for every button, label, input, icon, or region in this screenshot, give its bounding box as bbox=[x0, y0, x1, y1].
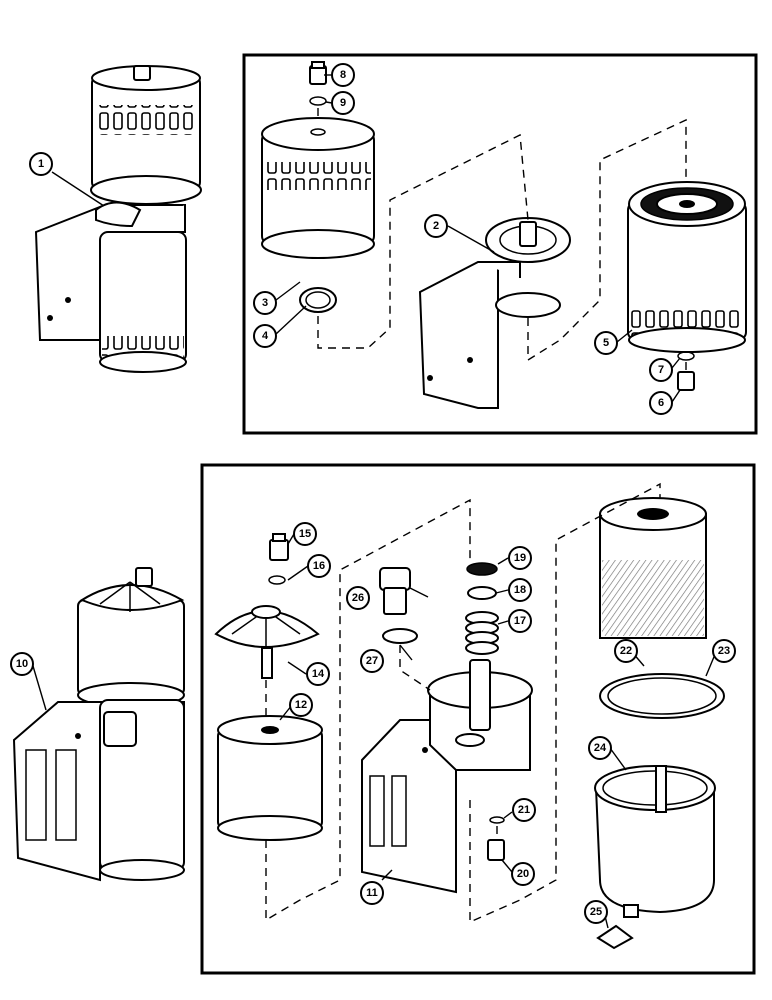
plug-part-20 bbox=[487, 839, 505, 861]
washer-part-9 bbox=[309, 96, 327, 106]
svg-text:18: 18 bbox=[514, 584, 526, 596]
plug-part-26 bbox=[379, 567, 411, 615]
svg-text:14: 14 bbox=[312, 668, 325, 680]
callout-20: 20 bbox=[511, 862, 535, 886]
callout-16: 16 bbox=[307, 554, 331, 578]
callout-4: 4 bbox=[253, 324, 277, 348]
svg-text:20: 20 bbox=[517, 868, 529, 880]
callout-25: 25 bbox=[584, 900, 608, 924]
gasket-part-23 bbox=[599, 673, 725, 719]
callout-10: 10 bbox=[10, 652, 34, 676]
washer-part-21 bbox=[489, 816, 505, 824]
svg-text:4: 4 bbox=[262, 330, 269, 342]
svg-text:27: 27 bbox=[366, 655, 378, 667]
callout-21: 21 bbox=[512, 798, 536, 822]
svg-text:22: 22 bbox=[620, 645, 632, 657]
spring-part-17 bbox=[465, 611, 499, 655]
svg-text:26: 26 bbox=[352, 592, 364, 604]
svg-text:24: 24 bbox=[594, 742, 607, 754]
svg-text:10: 10 bbox=[16, 658, 28, 670]
svg-text:16: 16 bbox=[313, 560, 325, 572]
svg-text:7: 7 bbox=[658, 364, 664, 376]
callout-8: 8 bbox=[331, 63, 355, 87]
svg-text:21: 21 bbox=[518, 804, 530, 816]
guide-line bbox=[469, 482, 661, 924]
callout-22: 22 bbox=[614, 639, 638, 663]
guide-line bbox=[265, 498, 471, 922]
svg-text:17: 17 bbox=[514, 615, 526, 627]
callout-23: 23 bbox=[712, 639, 736, 663]
guide-line bbox=[399, 645, 431, 691]
washer-part-16 bbox=[268, 575, 286, 585]
svg-text:19: 19 bbox=[514, 552, 526, 564]
callout-7: 7 bbox=[649, 358, 673, 382]
svg-text:2: 2 bbox=[433, 220, 439, 232]
seal-part-27 bbox=[382, 628, 418, 644]
svg-text:11: 11 bbox=[366, 887, 378, 899]
plug-part-15 bbox=[269, 533, 289, 561]
callout-26: 26 bbox=[346, 586, 370, 610]
callout-3: 3 bbox=[253, 291, 277, 315]
callout-5: 5 bbox=[594, 331, 618, 355]
washer-part-7 bbox=[677, 351, 695, 361]
callout-9: 9 bbox=[331, 91, 355, 115]
callout-19: 19 bbox=[508, 546, 532, 570]
filter-head-part-2 bbox=[418, 217, 571, 409]
bowl-part-24 bbox=[594, 765, 716, 918]
filter-element-part-22 bbox=[599, 497, 707, 639]
filter-element-part-12 bbox=[217, 715, 323, 841]
assembled-cartridge-filter bbox=[12, 567, 185, 882]
leader-lines bbox=[32, 74, 717, 929]
filter-head-part-11 bbox=[361, 659, 533, 894]
svg-text:8: 8 bbox=[340, 69, 346, 81]
guide-line bbox=[317, 133, 529, 349]
washer-part-18 bbox=[467, 586, 497, 600]
cover-part-14 bbox=[214, 605, 320, 679]
filter-element-part-5 bbox=[627, 181, 747, 353]
filter-canister-part-3 bbox=[261, 117, 375, 259]
guide-line bbox=[527, 118, 687, 362]
callout-15: 15 bbox=[293, 522, 317, 546]
svg-text:3: 3 bbox=[262, 297, 268, 309]
plug-part-6 bbox=[677, 371, 695, 391]
callout-24: 24 bbox=[588, 736, 612, 760]
callout-27: 27 bbox=[360, 649, 384, 673]
svg-text:12: 12 bbox=[295, 699, 307, 711]
svg-text:5: 5 bbox=[603, 337, 609, 349]
callout-18: 18 bbox=[508, 578, 532, 602]
svg-text:15: 15 bbox=[299, 528, 311, 540]
svg-text:9: 9 bbox=[340, 97, 346, 109]
callout-11: 11 bbox=[360, 881, 384, 905]
svg-text:23: 23 bbox=[718, 645, 730, 657]
callout-17: 17 bbox=[508, 609, 532, 633]
drain-part-25 bbox=[596, 924, 634, 950]
plug-part-8 bbox=[309, 61, 327, 85]
assembled-spin-on-filter bbox=[34, 65, 202, 373]
seal-part-19 bbox=[466, 562, 498, 576]
svg-text:6: 6 bbox=[658, 397, 664, 409]
svg-text:25: 25 bbox=[590, 906, 602, 918]
callout-2: 2 bbox=[424, 214, 448, 238]
callout-14: 14 bbox=[306, 662, 330, 686]
callout-6: 6 bbox=[649, 391, 673, 415]
top-exploded-view-frame bbox=[242, 53, 758, 435]
callout-1: 1 bbox=[29, 152, 53, 176]
bottom-exploded-view-frame bbox=[200, 463, 756, 975]
svg-text:1: 1 bbox=[38, 158, 44, 170]
callout-12: 12 bbox=[289, 693, 313, 717]
